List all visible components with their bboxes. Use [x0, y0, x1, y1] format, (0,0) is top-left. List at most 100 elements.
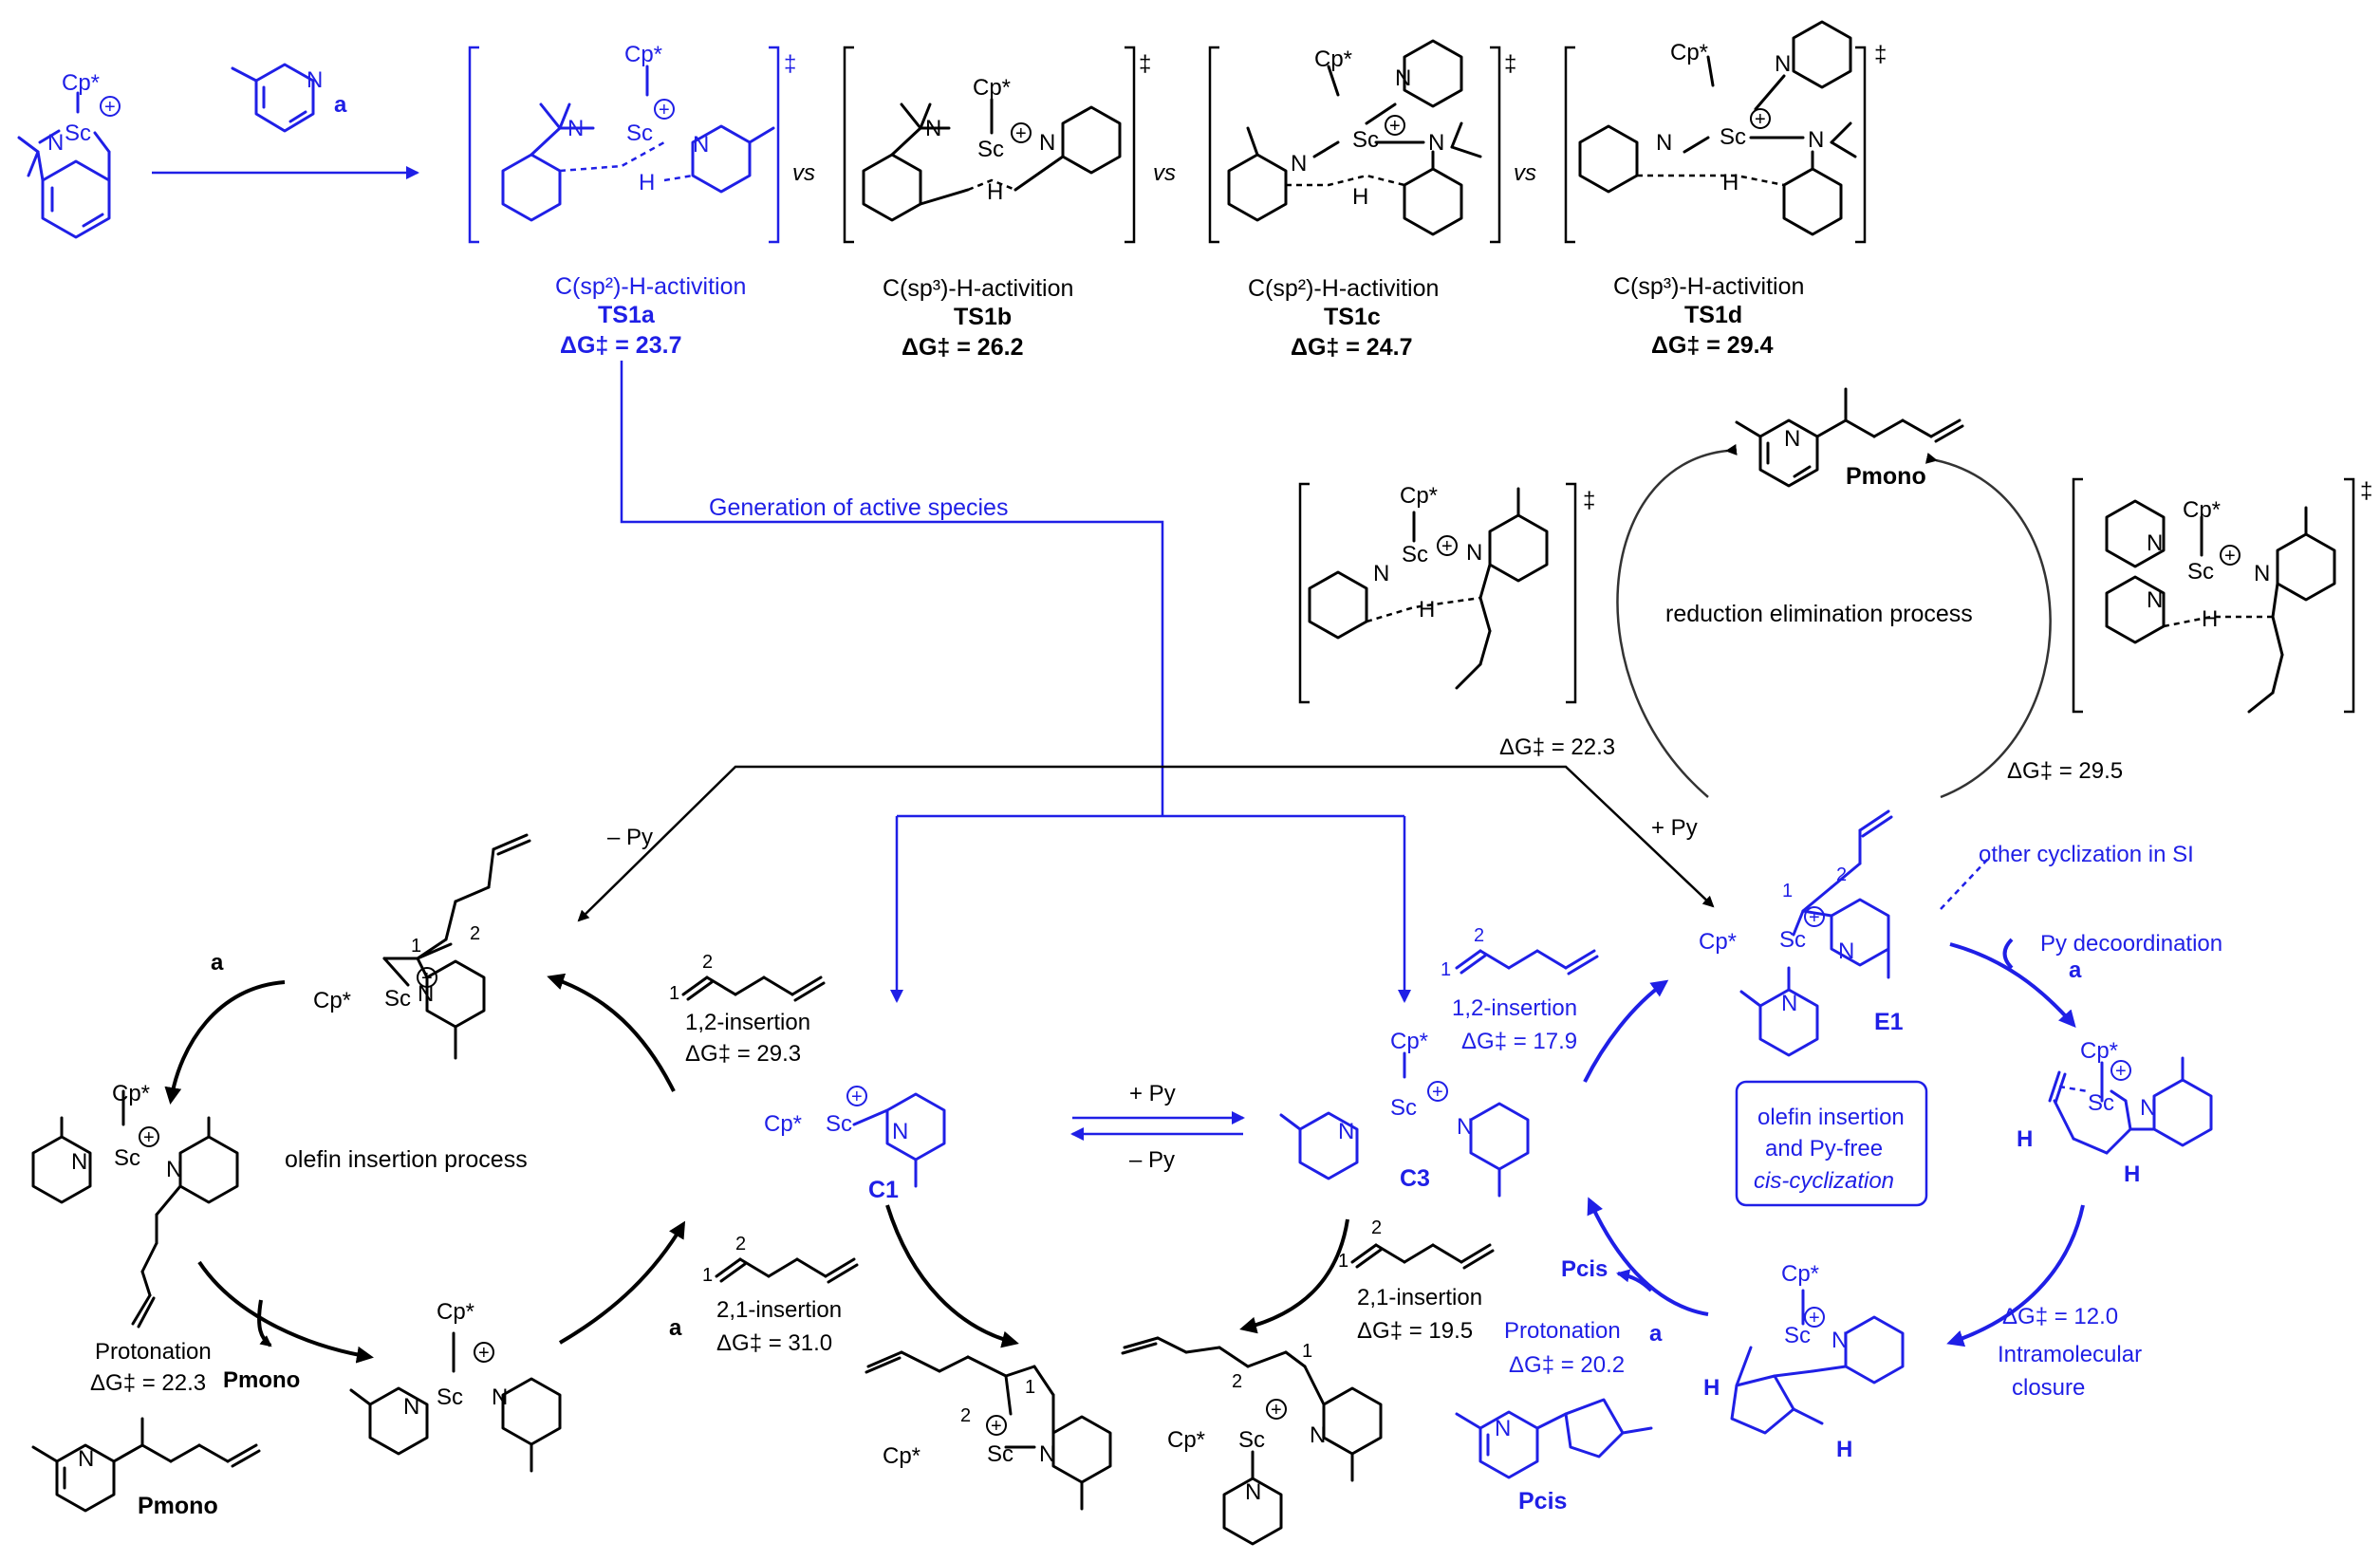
ts-re-left-n1: N	[1373, 561, 1389, 586]
ts1c-h: H	[1352, 184, 1368, 210]
ts1d-name: TS1d	[1684, 302, 1742, 328]
vs-2: vs	[1153, 160, 1176, 186]
ts1c-structure: ‡ N Sc N N H Cp* +	[1208, 39, 1516, 244]
pcis-product: N Pcis	[1455, 1398, 1653, 1515]
c3-n1: N	[1338, 1119, 1354, 1144]
c1-sc: Sc	[826, 1111, 852, 1137]
ts-re-right-n3: N	[2254, 561, 2270, 586]
imid-cp: Cp*	[112, 1081, 150, 1106]
ts1c-plus: +	[1389, 116, 1401, 137]
c3-cp: Cp*	[1390, 1029, 1428, 1054]
ts1b-n2: N	[1039, 130, 1055, 156]
closure-label-2: closure	[2012, 1375, 2085, 1401]
dg-closure: ΔG‡ = 12.0	[2002, 1304, 2118, 1329]
ts1d-h: H	[1722, 170, 1739, 195]
ts1b-structure: ‡ N Sc N H Cp* +	[843, 46, 1151, 244]
imid-n2: N	[166, 1157, 182, 1182]
hex-left-12-two: 2	[702, 952, 713, 973]
ts1d-desc: C(sp³)-H-activition	[1613, 273, 1804, 300]
ts1a-dagger: ‡	[784, 51, 796, 77]
product-21-left: N Sc Cp* + 2 1	[865, 1350, 1112, 1511]
e1-n2: N	[1781, 991, 1797, 1016]
intermediate-left-bottom: N Sc N Cp* +	[349, 1299, 562, 1473]
ts1a-n2: N	[693, 132, 709, 158]
pcis-n: N	[1495, 1416, 1511, 1441]
hex-left-21-one: 1	[702, 1265, 713, 1286]
arc-py-decoord	[1949, 942, 2076, 1029]
ts-re-left-h: H	[1419, 597, 1435, 623]
p21l-two: 2	[960, 1405, 971, 1426]
c3-sc: Sc	[1390, 1095, 1417, 1121]
c1-label: C1	[868, 1177, 899, 1203]
pmono-top: N Pmono	[1735, 387, 1964, 490]
irt-h1: H	[2017, 1126, 2033, 1152]
ileft-plus: +	[421, 968, 433, 989]
protonation-left: Protonation	[95, 1339, 212, 1365]
ins12-left-label: 1,2-insertion	[685, 1010, 810, 1035]
pmono-top-label: Pmono	[1846, 463, 1926, 490]
ts-re-right-n1: N	[2147, 530, 2163, 556]
irb-sc: Sc	[1784, 1323, 1811, 1348]
arc-closure	[1946, 1204, 2085, 1347]
ts1b-name: TS1b	[954, 304, 1012, 330]
dg-prot-right: ΔG‡ = 20.2	[1509, 1352, 1625, 1378]
hex-left-12-one: 1	[669, 983, 679, 1004]
protonation-right: Protonation	[1504, 1318, 1621, 1344]
ts1a-h: H	[639, 170, 655, 195]
arc-left-insertion	[547, 973, 676, 1092]
plus-py-label: + Py	[1651, 815, 1698, 841]
picoline-n: N	[307, 67, 323, 93]
irt-sc: Sc	[2088, 1090, 2114, 1116]
e1-sc: Sc	[1779, 927, 1806, 953]
e1-two: 2	[1836, 864, 1847, 885]
ts-re-left-dagger: ‡	[1583, 488, 1595, 513]
c1-plus: +	[851, 1087, 863, 1107]
precat-charge-plus: +	[104, 97, 116, 118]
p21l-n: N	[1039, 1441, 1055, 1467]
arc-pcis	[1616, 1269, 1653, 1292]
irt-h2: H	[2124, 1161, 2140, 1187]
generation-label: Generation of active species	[709, 494, 1008, 521]
e1-one: 1	[1782, 881, 1793, 901]
pmono-bottom-n: N	[78, 1446, 94, 1472]
precat-sc-label: Sc	[65, 121, 91, 146]
pmono-bottom: N Pmono	[31, 1417, 261, 1519]
pcis-bottom-label: Pcis	[1518, 1488, 1567, 1515]
arc-left-pmono	[257, 1299, 272, 1347]
ts1a-desc: C(sp²)-H-activition	[555, 273, 746, 300]
ibot-plus: +	[478, 1343, 490, 1364]
ts1c-cp: Cp*	[1314, 46, 1352, 72]
ts1b-plus: +	[1015, 123, 1027, 144]
p21r-cp: Cp*	[1167, 1427, 1205, 1453]
ts1c-n3: N	[1428, 130, 1444, 156]
pmono-left-label: Pmono	[223, 1367, 300, 1393]
ts1d-dagger: ‡	[1874, 42, 1887, 67]
intermediate-left-mid: N Sc N Cp* +	[31, 1081, 239, 1329]
irb-cp: Cp*	[1781, 1261, 1819, 1287]
precat-charge	[100, 96, 121, 117]
arc-left-a	[164, 980, 286, 1105]
reagent-picoline: N a	[231, 63, 347, 133]
ts1a-cp: Cp*	[624, 42, 662, 67]
p21l-cp: Cp*	[883, 1443, 920, 1469]
branch-minus-py	[577, 765, 1162, 922]
protonation-right-a: a	[1649, 1321, 1663, 1347]
ts-re-left: ‡ N Sc N H Cp* +	[1298, 482, 1595, 704]
ibot-cp: Cp*	[437, 1299, 474, 1325]
arc-protonation-right	[1587, 1197, 1709, 1316]
reagent-a-label: a	[334, 92, 347, 118]
precatalyst-structure: N Sc Cp* +	[17, 70, 121, 239]
ts1b-n1: N	[925, 116, 941, 141]
c1-structure: N Sc Cp* +	[764, 1086, 946, 1188]
imid-n1: N	[71, 1149, 87, 1175]
branch-plus-py	[1162, 765, 1715, 908]
ins21-left-label: 2,1-insertion	[716, 1297, 842, 1323]
hex-right-12-two: 2	[1474, 925, 1484, 946]
closure-label-1: Intramolecular	[1998, 1342, 2142, 1367]
box-line-3: cis-cyclization	[1754, 1168, 1894, 1194]
ibot-sc: Sc	[437, 1384, 463, 1410]
ileft-sc: Sc	[384, 986, 411, 1012]
product-21-right: N Sc Cp* N + 2 1	[1121, 1336, 1383, 1546]
ts1c-n1: N	[1291, 151, 1307, 177]
ts1a-name: TS1a	[598, 302, 656, 328]
